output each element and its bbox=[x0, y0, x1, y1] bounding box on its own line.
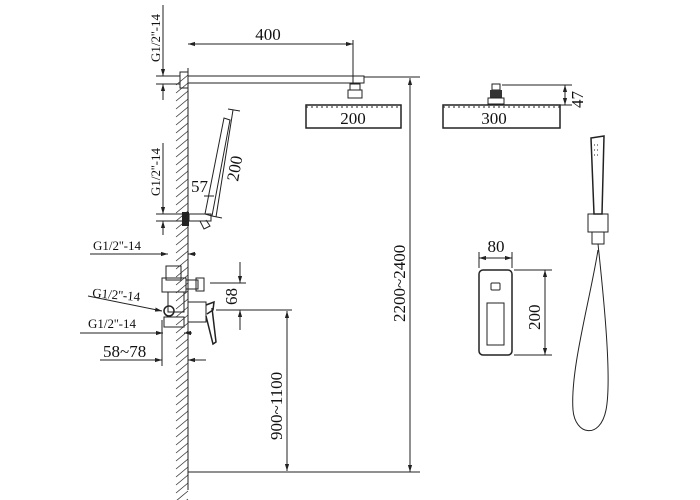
hatch-line bbox=[175, 266, 189, 278]
hatch-line bbox=[175, 146, 189, 158]
hatch-line bbox=[175, 418, 189, 430]
hatch-line bbox=[175, 250, 189, 262]
hatch-line bbox=[175, 90, 189, 102]
hatch-line bbox=[175, 378, 189, 390]
thread-top-label: G1/2''-14 bbox=[148, 13, 163, 62]
holder-offset-label: 57 bbox=[191, 177, 209, 196]
hatch-line bbox=[175, 202, 189, 214]
hatch-line bbox=[175, 482, 189, 494]
shower-arm bbox=[179, 71, 420, 99]
hatch-line bbox=[175, 450, 189, 462]
hatch-line bbox=[175, 394, 189, 406]
hatch-line bbox=[175, 362, 189, 374]
hand-shower-holder bbox=[182, 117, 231, 230]
head-height-label: 2200~2400 bbox=[390, 245, 409, 322]
hatch-line bbox=[175, 122, 189, 134]
control-plate bbox=[478, 269, 513, 356]
hatch-line bbox=[175, 426, 189, 438]
hatch-line bbox=[175, 338, 189, 350]
hatch-line bbox=[175, 170, 189, 182]
hatch-line bbox=[175, 162, 189, 174]
hatch-line bbox=[175, 322, 189, 334]
hatch-line bbox=[175, 242, 189, 254]
hatch-line bbox=[175, 290, 189, 302]
wall bbox=[175, 68, 189, 500]
hatch-line bbox=[175, 298, 189, 310]
hatch-line bbox=[175, 130, 189, 142]
thread-hand-label: G1/2''-14 bbox=[148, 147, 163, 196]
hatch-line bbox=[175, 194, 189, 206]
hatch-line bbox=[175, 442, 189, 454]
hatch-line bbox=[175, 458, 189, 470]
thread-mixer-1-label: G1/2''-14 bbox=[93, 238, 142, 253]
mixer-depth-label: 58~78 bbox=[103, 342, 146, 361]
hatch-line bbox=[175, 178, 189, 190]
hatch-line bbox=[176, 490, 189, 500]
hatch-line bbox=[175, 226, 189, 238]
hatch-line bbox=[175, 474, 189, 486]
thread-mixer-2-label: G1/2''-14 bbox=[92, 285, 142, 304]
hatch-line bbox=[175, 410, 189, 422]
mixer-height-label: 900~1100 bbox=[267, 372, 286, 440]
mixer-valve bbox=[161, 265, 217, 346]
hatch-line bbox=[175, 466, 189, 478]
showerhead-height-label: 47 bbox=[568, 91, 587, 109]
showerhead-large-width: 300 bbox=[481, 109, 507, 128]
plate-height-label: 200 bbox=[525, 305, 544, 331]
hatch-line bbox=[175, 370, 189, 382]
showerhead-small bbox=[305, 104, 402, 129]
hatch-line bbox=[175, 98, 189, 110]
hatch-line bbox=[175, 138, 189, 150]
thread-mixer-3-label: G1/2''-14 bbox=[88, 316, 137, 331]
plate-width-label: 80 bbox=[488, 237, 505, 256]
showerhead-large bbox=[442, 83, 561, 129]
hatch-line bbox=[175, 154, 189, 166]
hatch-line bbox=[175, 114, 189, 126]
hatch-line bbox=[175, 386, 189, 398]
hatch-line bbox=[175, 234, 189, 246]
hatch-line bbox=[175, 402, 189, 414]
hatch-line bbox=[175, 354, 189, 366]
hatch-line bbox=[175, 346, 189, 358]
hatch-line bbox=[175, 106, 189, 118]
mixer-spacing-label: 68 bbox=[222, 288, 241, 305]
arm-length-label: 400 bbox=[255, 25, 281, 44]
showerhead-small-width: 200 bbox=[340, 109, 366, 128]
hatch-line bbox=[175, 274, 189, 286]
hand-shower bbox=[572, 135, 609, 432]
hatch-line bbox=[175, 258, 189, 270]
hatch-line bbox=[175, 186, 189, 198]
hand-shower-length-label: 200 bbox=[223, 154, 246, 182]
hatch-line bbox=[175, 74, 189, 86]
hatch-line bbox=[175, 434, 189, 446]
hatch-line bbox=[175, 314, 189, 326]
